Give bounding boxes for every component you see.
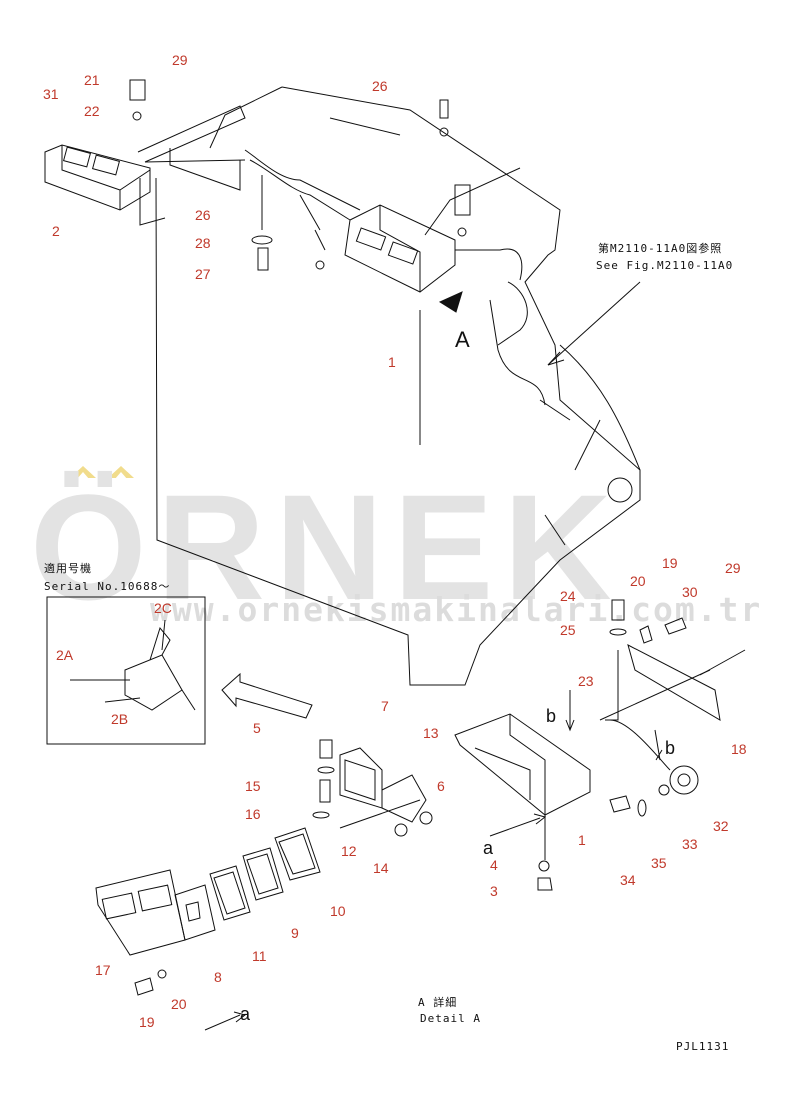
callout-14: 14 xyxy=(373,860,389,876)
callout-35: 35 xyxy=(651,855,667,871)
callout-20-lower: 20 xyxy=(171,996,187,1012)
callout-26: 26 xyxy=(372,78,388,94)
callout-18: 18 xyxy=(731,741,747,757)
callout-22: 22 xyxy=(84,103,100,119)
callout-32: 32 xyxy=(713,818,729,834)
callout-27: 27 xyxy=(195,266,211,282)
callout-2B: 2B xyxy=(111,711,129,727)
callout-24: 24 xyxy=(560,588,576,604)
detail-title-jp: A 詳細 xyxy=(418,996,458,1009)
callout-13: 13 xyxy=(423,725,439,741)
callout-20: 20 xyxy=(630,573,646,589)
callout-4: 4 xyxy=(490,857,498,873)
callout-5: 5 xyxy=(253,720,261,736)
callout-3: 3 xyxy=(490,883,498,899)
callout-10: 10 xyxy=(330,903,346,919)
callout-21: 21 xyxy=(84,72,100,88)
callout-31: 31 xyxy=(43,86,59,102)
view-mark-a-1: a xyxy=(483,838,494,858)
callout-12: 12 xyxy=(341,843,357,859)
ref-note-jp: 第M2110-11A0図参照 xyxy=(598,242,723,255)
callout-6: 6 xyxy=(437,778,445,794)
callout-30: 30 xyxy=(682,584,698,600)
serial-note-jp: 適用号機 xyxy=(44,562,92,575)
callout-29: 29 xyxy=(172,52,188,68)
callout-33: 33 xyxy=(682,836,698,852)
callout-28: 28 xyxy=(195,235,211,251)
view-mark-b-2: b xyxy=(665,738,676,758)
view-mark-A: A xyxy=(455,327,470,352)
serial-note-en: Serial No.10688～ xyxy=(44,580,171,593)
drawing-code: PJL1131 xyxy=(676,1040,730,1053)
view-mark-b-1: b xyxy=(546,706,557,726)
callout-16: 16 xyxy=(245,806,261,822)
callout-8: 8 xyxy=(214,969,222,985)
callout-2C: 2C xyxy=(154,600,172,616)
callout-23: 23 xyxy=(578,673,594,689)
callout-9: 9 xyxy=(291,925,299,941)
callout-2: 2 xyxy=(52,223,60,239)
callout-25: 25 xyxy=(560,622,576,638)
callout-19: 19 xyxy=(662,555,678,571)
detail-title-en: Detail A xyxy=(420,1012,481,1025)
callout-1-detail: 1 xyxy=(578,832,586,848)
callout-7: 7 xyxy=(381,698,389,714)
watermark-url: www.ornekismakinalari.com.tr xyxy=(150,590,763,629)
ref-note-en: See Fig.M2110-11A0 xyxy=(596,259,734,272)
view-mark-a-2: a xyxy=(240,1004,251,1024)
callout-19-lower: 19 xyxy=(139,1014,155,1030)
callout-1: 1 xyxy=(388,354,396,370)
callout-2A: 2A xyxy=(56,647,74,663)
callout-17: 17 xyxy=(95,962,111,978)
callout-26-lower: 26 xyxy=(195,207,211,223)
callout-11: 11 xyxy=(252,948,267,964)
callout-34: 34 xyxy=(620,872,636,888)
callout-29-right: 29 xyxy=(725,560,741,576)
callout-15: 15 xyxy=(245,778,261,794)
